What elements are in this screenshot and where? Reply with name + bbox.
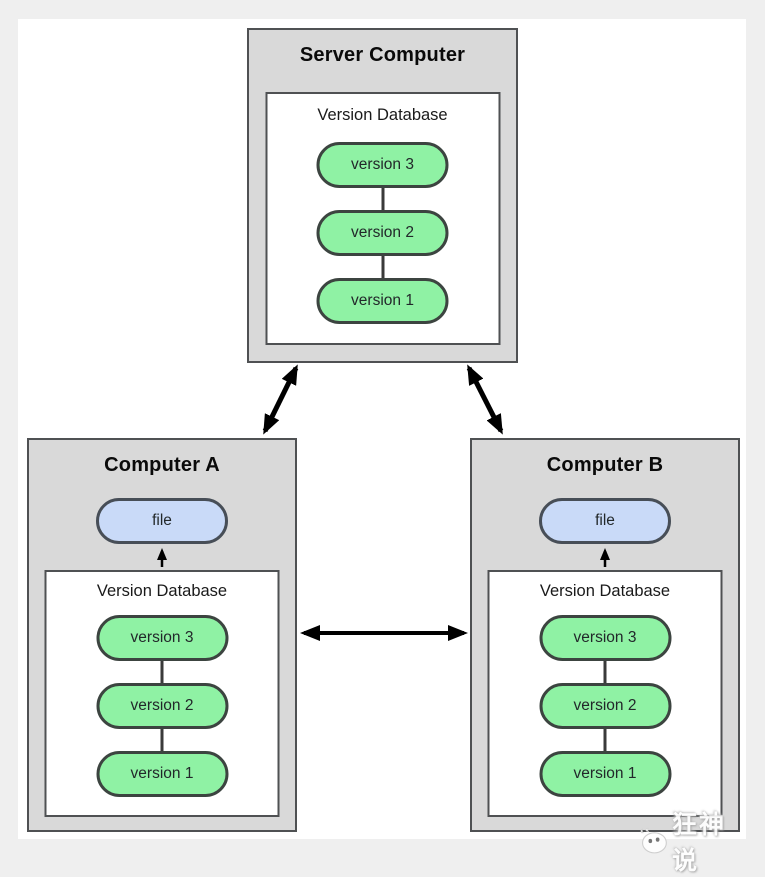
version-pill: version 1 bbox=[539, 751, 671, 797]
computer-b-version-database-box: Version Database version 3 version 2 ver… bbox=[487, 570, 723, 817]
server-version-database-box: Version Database version 3 version 2 ver… bbox=[265, 92, 500, 345]
version-pill: version 3 bbox=[316, 142, 449, 188]
kuangshen-logo-icon bbox=[640, 827, 667, 854]
computer-b-title: Computer B bbox=[546, 454, 664, 476]
pill-connector bbox=[381, 256, 384, 278]
watermark: 狂神说 bbox=[638, 805, 746, 877]
computer-b-box: Computer B file Version Database version… bbox=[470, 438, 740, 832]
pill-connector bbox=[160, 661, 164, 683]
file-pill: file bbox=[539, 498, 671, 544]
version-pill: version 2 bbox=[316, 210, 449, 256]
computer-a-version-database-box: Version Database version 3 version 2 ver… bbox=[44, 570, 280, 817]
file-pill: file bbox=[96, 498, 228, 544]
server-computer-title: Server Computer bbox=[299, 44, 466, 66]
version-pill: version 1 bbox=[96, 751, 228, 797]
arrow-server-computer-b bbox=[466, 364, 504, 435]
version-database-label: Version Database bbox=[539, 582, 671, 600]
computer-a-title: Computer A bbox=[104, 454, 220, 476]
pill-connector bbox=[381, 188, 384, 210]
pill-connector bbox=[603, 729, 607, 751]
computer-a-box: Computer A file Version Database version… bbox=[27, 438, 297, 832]
version-database-label: Version Database bbox=[96, 582, 228, 600]
version-database-label: Version Database bbox=[317, 106, 448, 124]
pill-connector bbox=[603, 661, 607, 683]
watermark-text: 狂神说 bbox=[672, 811, 727, 875]
version-pill: version 1 bbox=[316, 278, 449, 324]
version-pill: version 3 bbox=[539, 615, 671, 661]
version-pill: version 3 bbox=[96, 615, 228, 661]
arrow-server-computer-a bbox=[262, 364, 299, 435]
diagram-canvas: Server Computer Version Database version… bbox=[18, 19, 746, 875]
server-computer-box: Server Computer Version Database version… bbox=[247, 28, 518, 363]
pill-connector bbox=[160, 729, 164, 751]
version-pill: version 2 bbox=[96, 683, 228, 729]
version-pill: version 2 bbox=[539, 683, 671, 729]
